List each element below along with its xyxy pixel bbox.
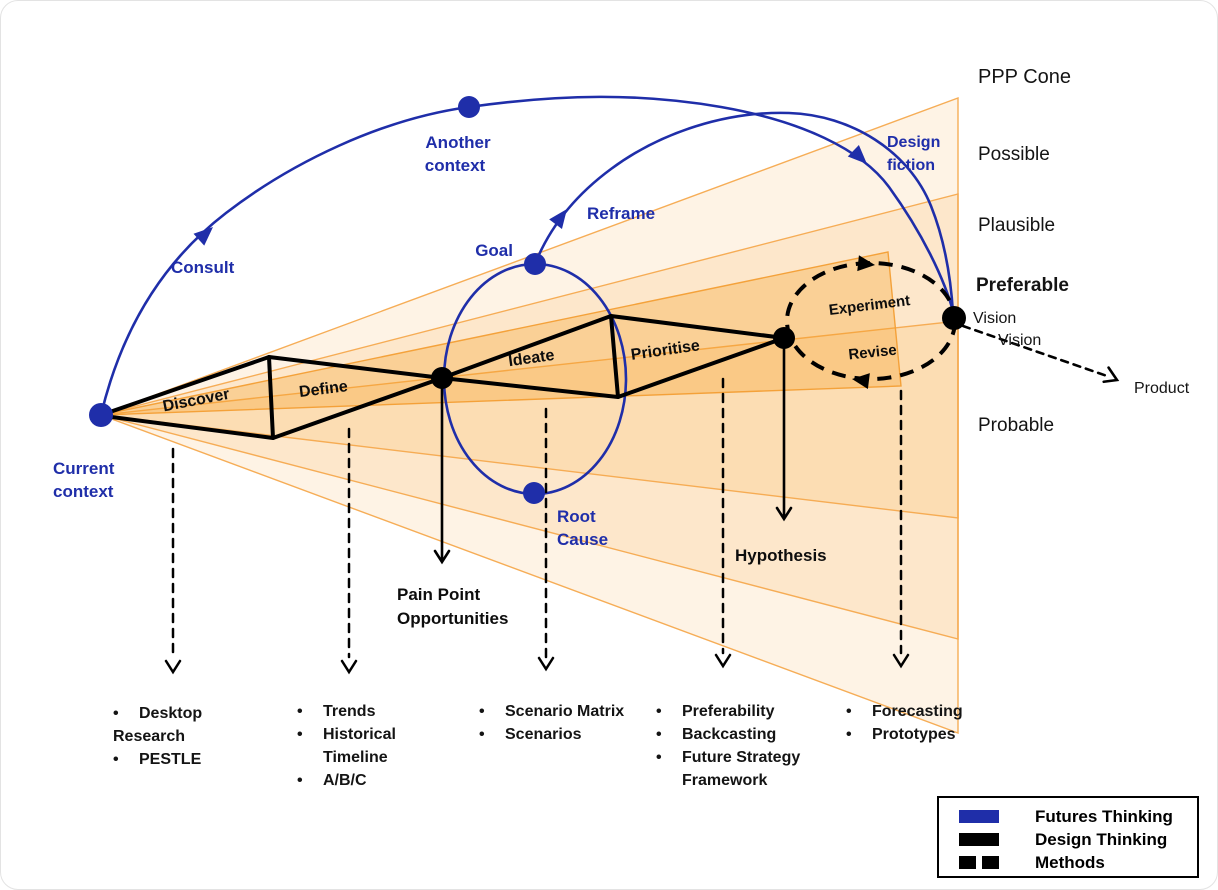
reframe-arrowhead-icon <box>549 209 567 229</box>
hypothesis-arrow <box>775 347 793 522</box>
legend-label: Futures Thinking <box>1035 806 1173 826</box>
another-context-label-2: context <box>425 156 486 175</box>
possible-label: Possible <box>978 144 1050 165</box>
method-item: •Trends <box>297 703 376 720</box>
diamond-discover <box>102 355 275 440</box>
cone-band-preferable <box>100 251 902 416</box>
vision2-label: Vision <box>998 332 1041 349</box>
futures-arrowheads <box>193 145 867 246</box>
legend-row-methods: Methods <box>959 851 1197 874</box>
method-item: •Desktop <box>113 705 203 722</box>
pain-point-label-1: Pain Point <box>397 585 480 604</box>
goal-label: Goal <box>475 241 513 260</box>
current-context-node <box>89 403 113 427</box>
design-line-swatch-icon <box>959 833 999 846</box>
method-item: Framework <box>682 772 768 789</box>
ppp-cone-title: PPP Cone <box>978 66 1071 88</box>
design-fiction-arrowhead-icon <box>847 145 867 164</box>
design-fiction-label-1: Design <box>887 134 940 151</box>
legend: Futures Thinking Design Thinking Methods <box>937 796 1199 878</box>
vision-node <box>942 306 966 330</box>
product-arrow <box>961 324 1109 378</box>
legend-label: Design Thinking <box>1035 829 1168 849</box>
revise-label: Revise <box>848 342 898 364</box>
diamond-ideate <box>440 314 620 399</box>
method-item: Timeline <box>323 749 388 766</box>
method-item: •Forecasting <box>846 703 963 720</box>
method-item: •PESTLE <box>113 751 202 768</box>
current-context-label-1: Current <box>53 459 115 478</box>
plausible-label: Plausible <box>978 215 1055 236</box>
legend-label: Methods <box>1035 852 1105 872</box>
methods-column-5: •Forecasting •Prototypes <box>846 700 963 746</box>
product-label: Product <box>1134 380 1190 397</box>
probable-label: Probable <box>978 415 1054 436</box>
method-item: •Future Strategy <box>656 749 801 766</box>
preferable-label: Preferable <box>976 275 1069 296</box>
prioritise-end-node <box>773 327 795 349</box>
method-item: •Scenarios <box>479 726 582 743</box>
define-label: Define <box>298 378 349 401</box>
futures-arc-outer <box>99 95 956 416</box>
vision-label: Vision <box>973 310 1016 327</box>
ideate-label: Ideate <box>507 347 555 370</box>
method-arrowhead-5-icon <box>892 653 910 669</box>
methods-column-3: •Scenario Matrix •Scenarios <box>479 700 624 746</box>
method-arrowhead-3-icon <box>537 656 555 672</box>
root-cause-label-1: Root <box>557 507 596 526</box>
consult-arrowhead-icon <box>193 227 213 246</box>
product-arrowhead-icon <box>1102 366 1120 384</box>
method-item: •Preferability <box>656 703 775 720</box>
loop-arrowhead-bottom-icon <box>852 373 870 390</box>
method-item: •Scenario Matrix <box>479 703 625 720</box>
ppp-cone <box>98 96 959 735</box>
method-item: Research <box>113 728 186 745</box>
method-item: •Historical <box>297 726 396 743</box>
method-arrowhead-4-icon <box>714 653 732 669</box>
futures-arc-reframe <box>533 111 955 314</box>
goal-node <box>524 253 546 275</box>
consult-label: Consult <box>171 258 235 277</box>
method-arrowhead-2-icon <box>340 659 358 675</box>
method-arrowhead-1-icon <box>164 659 182 675</box>
reframe-label: Reframe <box>587 204 655 223</box>
method-item: •A/B/C <box>297 772 367 789</box>
method-drop-arrows <box>171 377 903 659</box>
design-fiction-label-2: fiction <box>887 157 935 174</box>
methods-column-4: •Preferability •Backcasting •Future Strate… <box>656 700 800 792</box>
methods-dashed-swatch-icon <box>959 856 999 869</box>
current-context-label-2: context <box>53 482 114 501</box>
nodes <box>89 96 966 504</box>
output-arrows <box>433 324 1120 565</box>
legend-row-futures: Futures Thinking <box>959 805 1197 828</box>
root-cause-node <box>523 482 545 504</box>
futures-line-swatch-icon <box>959 810 999 823</box>
cone-band-probable <box>100 320 959 519</box>
method-drop-arrowheads <box>164 653 910 675</box>
define-end-node <box>431 367 453 389</box>
pain-point-label-2: Opportunities <box>397 609 508 628</box>
hypothesis-label: Hypothesis <box>735 546 827 565</box>
method-item: •Prototypes <box>846 726 956 743</box>
root-cause-label-2: Cause <box>557 530 608 549</box>
another-context-node <box>458 96 480 118</box>
method-item: •Backcasting <box>656 726 777 743</box>
pain-point-arrow <box>433 387 451 565</box>
legend-row-design: Design Thinking <box>959 828 1197 851</box>
another-context-label-1: Another <box>425 133 491 152</box>
loop-arrowhead-top-icon <box>857 255 875 272</box>
